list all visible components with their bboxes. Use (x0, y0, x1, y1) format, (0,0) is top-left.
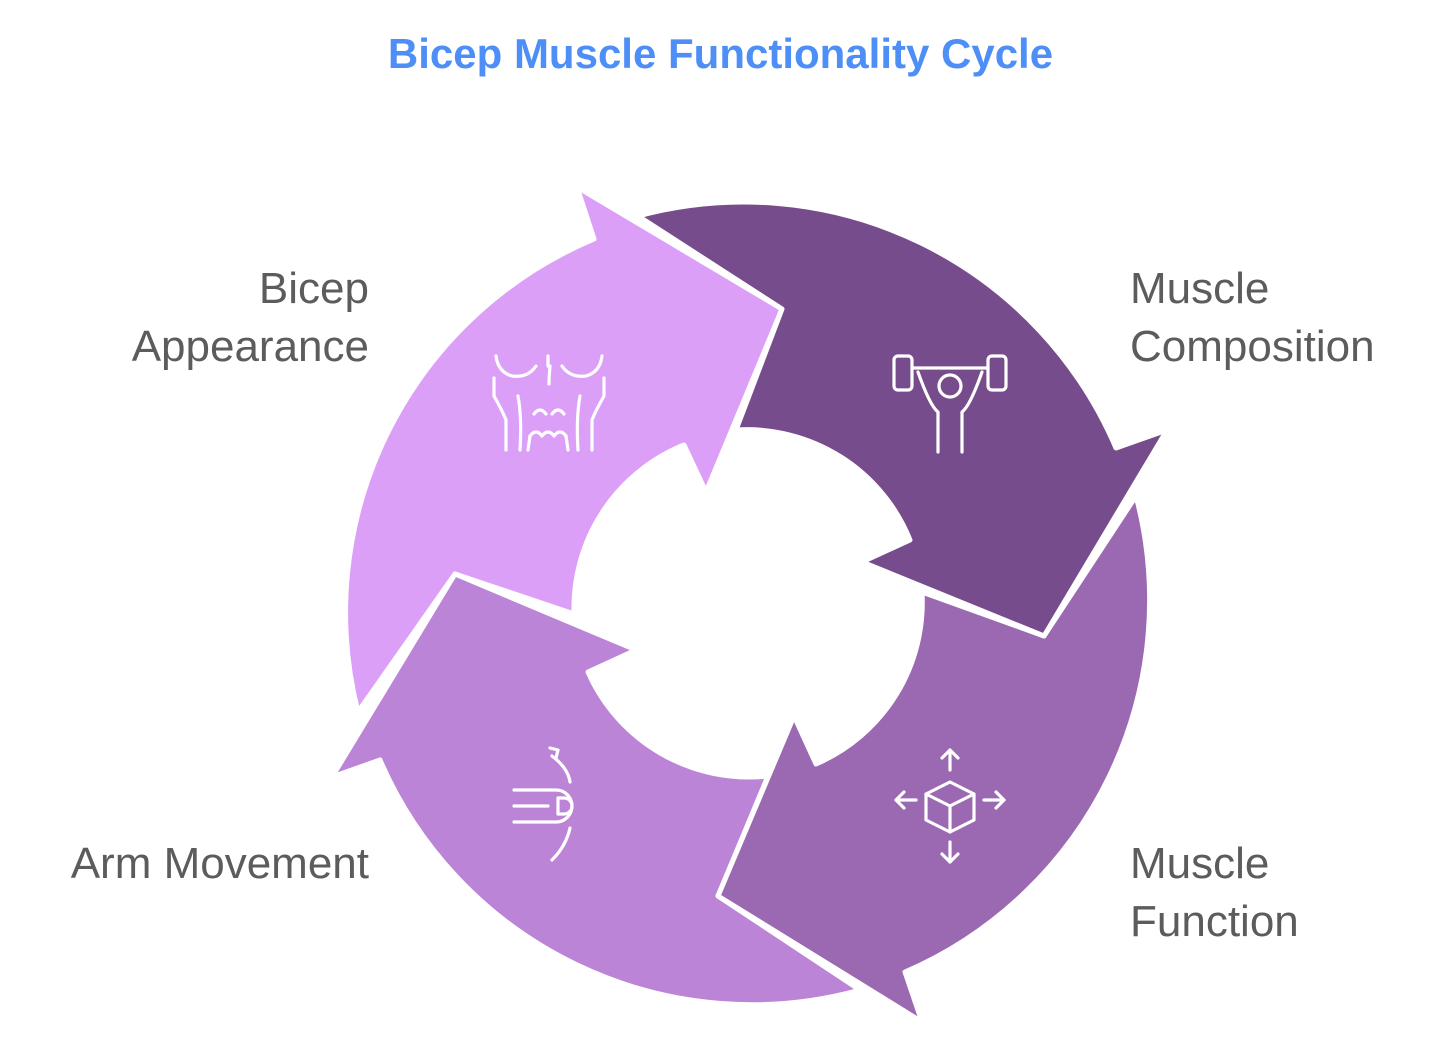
label-arm-movement: Arm Movement (71, 835, 369, 893)
segment-muscle-function (715, 493, 1153, 1025)
label-line: Function (1130, 897, 1299, 946)
segment-bicep-appearance (343, 184, 785, 715)
weightlifter-icon (892, 354, 1008, 454)
label-line: Composition (1130, 322, 1375, 371)
label-line: Appearance (131, 322, 369, 371)
torso-icon (492, 354, 606, 452)
segment-muscle-composition (635, 199, 1170, 639)
segment-arm-movement (329, 571, 863, 1008)
label-bicep-appearance: Bicep Appearance (132, 260, 369, 376)
box-arrows-icon (894, 748, 1006, 864)
label-line: Muscle (1130, 264, 1270, 313)
label-muscle-function: Muscle Function (1130, 835, 1299, 951)
diagram-title: Bicep Muscle Functionality Cycle (387, 30, 1054, 77)
finger-bend-icon (512, 746, 574, 862)
label-line: Muscle (1130, 839, 1270, 888)
label-muscle-composition: Muscle Composition (1130, 260, 1375, 376)
label-line: Bicep (258, 264, 369, 313)
label-line: Arm Movement (70, 839, 369, 888)
